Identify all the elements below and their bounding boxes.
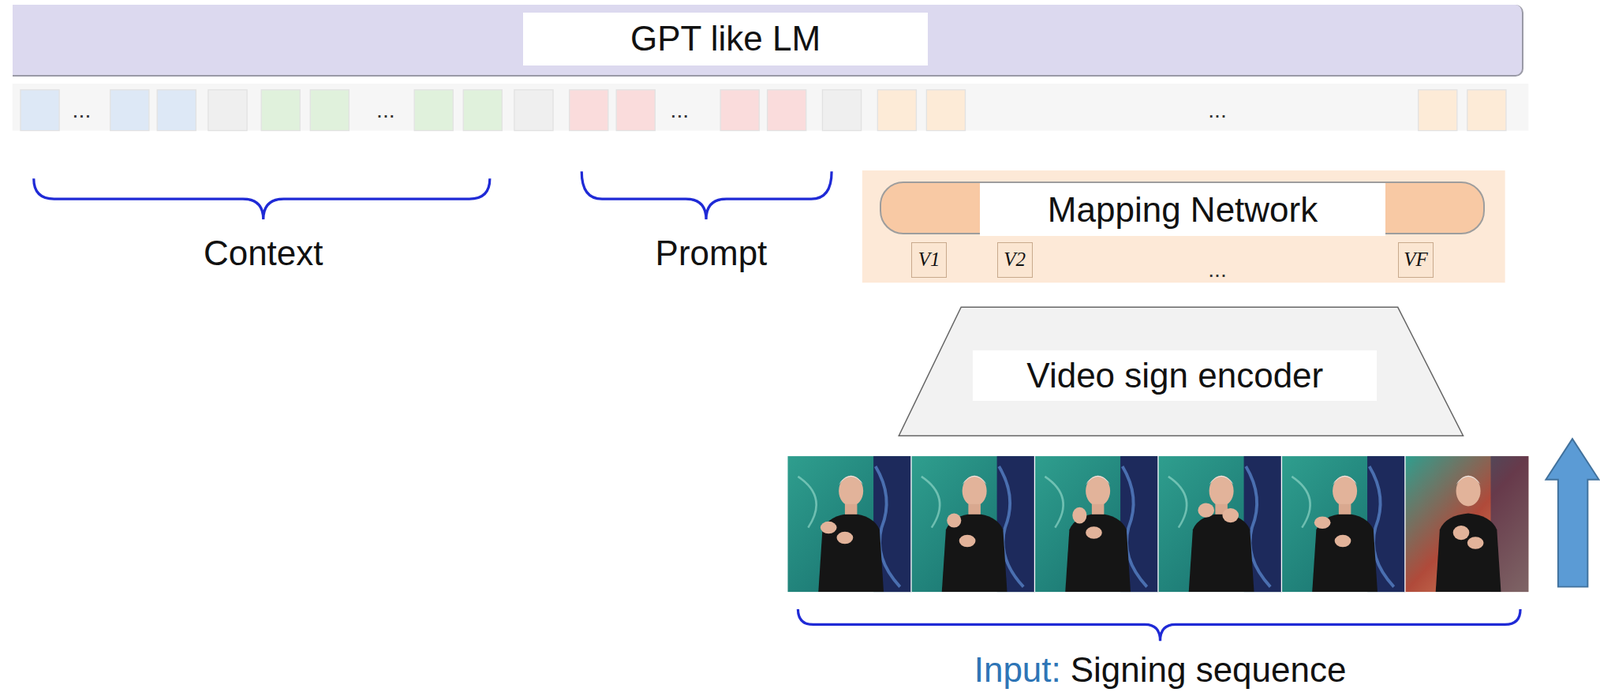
ellipsis: ... xyxy=(1207,257,1227,282)
language-model-band: GPT like LM xyxy=(12,4,1524,77)
signing-frames xyxy=(787,456,1529,592)
token-label: V2 xyxy=(1003,248,1026,271)
brace-label: Context xyxy=(203,234,324,273)
visual-token: V1 xyxy=(911,242,947,278)
ellipsis: ... xyxy=(1207,97,1227,123)
node-title: GPT like LM xyxy=(523,12,928,66)
token-label: VF xyxy=(1403,248,1429,271)
brace-label: Prompt xyxy=(655,234,768,273)
ellipsis: ... xyxy=(670,97,690,123)
input-tag: Input: xyxy=(974,650,1062,689)
visual-token: VF xyxy=(1398,242,1434,278)
token-label: V1 xyxy=(918,248,941,271)
ellipsis: ... xyxy=(72,97,92,123)
video-encoder: Video sign encoder xyxy=(897,306,1465,438)
node-title: Video sign encoder xyxy=(972,350,1377,402)
tokens xyxy=(20,89,1507,131)
mapping-network-bar: Mapping Network xyxy=(879,181,1485,235)
mapping-panel xyxy=(862,170,1506,283)
ellipsis: ... xyxy=(376,97,396,123)
input-caption: Signing sequence xyxy=(1070,650,1347,689)
input-arrow xyxy=(1545,438,1599,587)
token-row xyxy=(12,83,1529,131)
visual-token: V2 xyxy=(997,242,1033,278)
node-title: Mapping Network xyxy=(979,183,1386,236)
